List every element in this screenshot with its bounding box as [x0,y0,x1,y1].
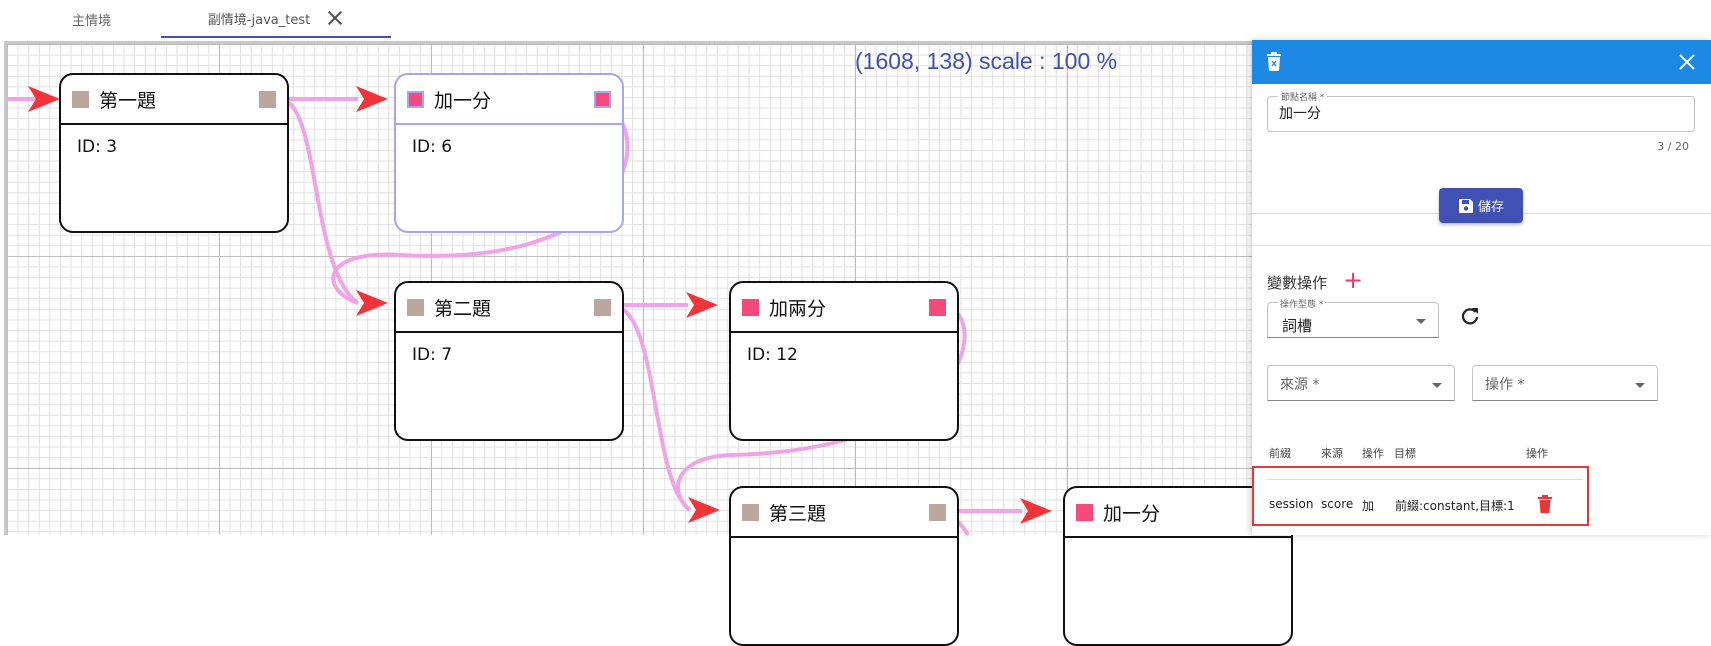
panel-header [1252,40,1711,84]
node-id: ID: 7 [412,345,453,365]
col-header-target: 目標 [1394,447,1416,460]
node-title: 第二題 [434,298,492,320]
tab-bar: 主情境 副情境-java_test [0,0,1711,38]
operation-type-value: 詞槽 [1282,317,1313,335]
node-name-input[interactable] [1279,105,1679,121]
node-title: 第三題 [769,503,827,525]
operation-type-select[interactable]: 操作型態 * 詞槽 [1267,297,1439,338]
delete-node-icon[interactable] [1266,52,1282,72]
save-label: 儲存 [1477,200,1504,215]
cell-source: score [1321,497,1354,511]
input-port[interactable] [407,91,424,108]
operation-type-label: 操作型態 * [1278,297,1326,310]
node-title: 加兩分 [769,298,827,320]
node-title: 加一分 [434,90,492,112]
node-header: 第二題 [396,283,622,333]
char-counter: 3 / 20 [1657,140,1689,153]
output-port[interactable] [929,299,946,316]
canvas-status-readout: (1608, 138) scale : 100 % [855,48,1118,74]
row-divider [1267,479,1583,480]
close-panel-icon[interactable] [1677,52,1697,72]
node-name-label: 節點名稱 * [1278,90,1328,103]
node-title: 第一題 [99,90,157,112]
node-id: ID: 3 [77,137,118,157]
cell-operation: 加 [1362,499,1375,513]
tab-main-label: 主情境 [72,13,112,29]
source-select[interactable]: 來源 * [1267,365,1455,401]
input-port[interactable] [742,504,759,521]
input-port[interactable] [72,91,89,108]
output-port[interactable] [259,91,276,108]
flow-node[interactable]: 第一題 ID: 3 [59,73,289,233]
cell-target: 前綴:constant,目標:1 [1395,499,1515,513]
delete-row-icon[interactable] [1538,495,1552,513]
input-port[interactable] [742,299,759,316]
save-button[interactable]: 儲存 [1439,188,1523,223]
table-row[interactable] [1252,466,1589,526]
flow-node[interactable]: 第三題 [729,486,959,646]
tab-sub-label: 副情境-java_test [207,12,311,28]
node-id: ID: 12 [747,345,798,365]
col-header-source: 來源 [1321,447,1343,460]
col-header-prefix: 前綴 [1269,447,1291,460]
node-name-field[interactable]: 節點名稱 * [1267,90,1695,132]
chevron-down-icon [1635,383,1645,388]
flow-node-selected[interactable]: 加一分 ID: 6 [394,73,624,233]
output-port[interactable] [594,299,611,316]
node-title: 加一分 [1103,503,1161,525]
input-port[interactable] [1076,504,1093,521]
flow-node[interactable]: 加兩分 ID: 12 [729,281,959,441]
operation-select[interactable]: 操作 * [1472,365,1658,401]
node-id: ID: 6 [412,137,453,157]
node-header: 加一分 [396,75,622,125]
output-port[interactable] [929,504,946,521]
add-operation-button[interactable]: + [1343,266,1364,294]
cell-prefix: session [1269,497,1314,511]
node-header: 第一題 [61,75,287,125]
tab-sub-scenario[interactable]: 副情境-java_test [161,0,391,38]
node-header: 第三題 [731,488,957,538]
flow-node[interactable]: 第二題 ID: 7 [394,281,624,441]
chevron-down-icon [1432,383,1442,388]
input-port[interactable] [407,299,424,316]
variable-ops-title: 變數操作 [1267,274,1328,292]
node-editor-panel: 節點名稱 * 3 / 20 儲存 變數操作 + 操作型態 * 詞槽 來源 * 操… [1252,40,1711,535]
divider [1252,245,1711,246]
source-placeholder: 來源 * [1280,377,1320,393]
tab-main-scenario[interactable]: 主情境 [72,0,111,38]
operation-placeholder: 操作 * [1485,377,1525,393]
col-header-actions: 操作 [1526,447,1548,460]
refresh-icon[interactable] [1460,306,1480,326]
output-port[interactable] [594,91,611,108]
chevron-down-icon [1416,319,1426,324]
col-header-operation: 操作 [1362,447,1384,460]
close-icon[interactable] [326,9,344,27]
node-header: 加兩分 [731,283,957,333]
floppy-disk-icon [1458,198,1473,213]
